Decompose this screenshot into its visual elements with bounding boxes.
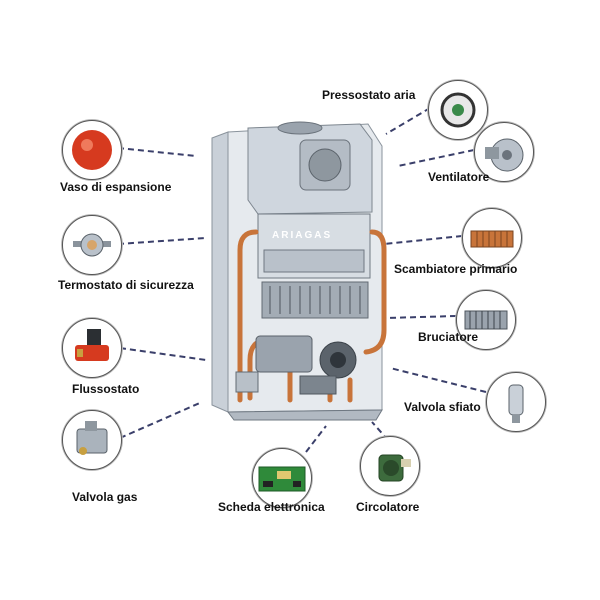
- leader-scheda: [305, 425, 327, 453]
- circulator-pump-icon: [360, 436, 420, 496]
- label-scheda: Scheda elettronica: [218, 500, 325, 514]
- expansion-vessel-icon: [62, 120, 122, 180]
- circuit-board-icon: [252, 448, 312, 508]
- leader-valvola-gas: [119, 401, 203, 439]
- air-vent-valve-icon: [486, 372, 546, 432]
- label-valvola-gas: Valvola gas: [72, 490, 138, 504]
- flow-switch-icon: [62, 318, 122, 378]
- burner-icon: [456, 290, 516, 350]
- leader-sfiato: [389, 367, 487, 393]
- heat-exchanger-icon: [462, 208, 522, 268]
- leader-termostato: [117, 237, 207, 245]
- leader-ventilatore: [397, 149, 475, 167]
- label-scambiatore: Scambiatore primario: [394, 262, 518, 276]
- safety-thermostat-icon: [62, 215, 122, 275]
- label-pressostato: Pressostato aria: [322, 88, 416, 102]
- label-flussostato: Flussostato: [72, 382, 140, 396]
- fan-icon: [474, 122, 534, 182]
- label-vaso: Vaso di espansione: [60, 180, 172, 194]
- gas-valve-icon: [62, 410, 122, 470]
- label-bruciatore: Bruciatore: [418, 330, 479, 344]
- leader-flussostato: [119, 347, 207, 361]
- leader-bruciatore: [385, 315, 457, 319]
- label-circolatore: Circolatore: [356, 500, 420, 514]
- air-pressure-switch-icon: [428, 80, 488, 140]
- label-termostato: Termostato di sicurezza: [58, 278, 194, 292]
- label-sfiato: Valvola sfiato: [404, 400, 481, 414]
- brand-logo: ARIAGAS: [272, 230, 332, 241]
- leader-vaso: [117, 147, 197, 157]
- label-ventilatore: Ventilatore: [428, 170, 490, 184]
- leader-scambiatore: [383, 235, 463, 245]
- leader-pressostato: [385, 107, 431, 135]
